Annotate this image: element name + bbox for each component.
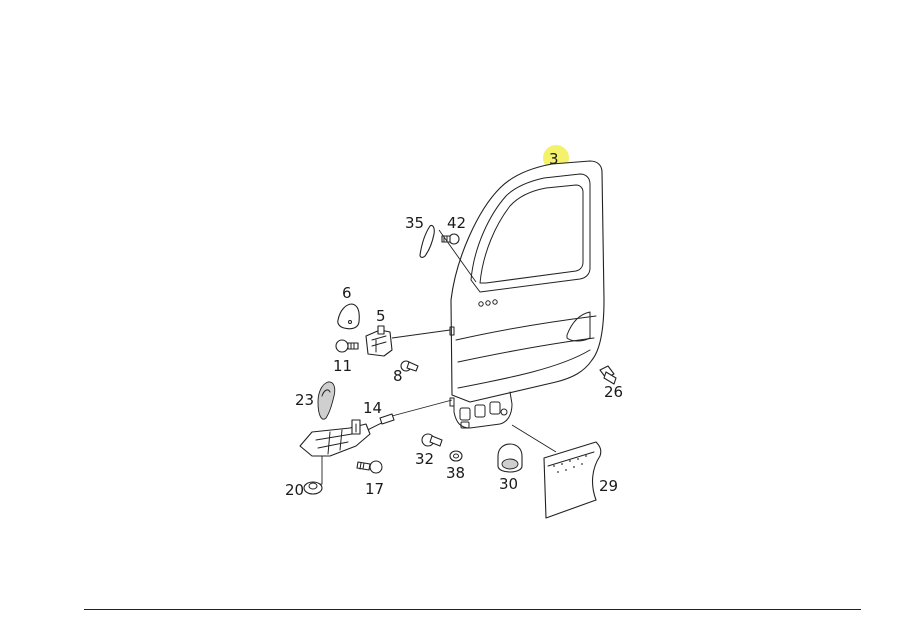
callout-30[interactable]: 30 — [499, 475, 518, 493]
callout-35[interactable]: 35 — [405, 214, 424, 232]
footer-divider — [84, 609, 861, 610]
part-11-screw[interactable] — [335, 339, 359, 353]
part-23-bracket[interactable] — [317, 381, 336, 420]
part-42-screw[interactable] — [441, 233, 460, 245]
part-8-screw[interactable] — [400, 360, 419, 372]
part-26-plug[interactable] — [599, 365, 617, 385]
part-38-washer[interactable] — [449, 450, 463, 462]
part-20-grommet[interactable] — [303, 481, 323, 495]
callout-8[interactable]: 8 — [393, 367, 403, 385]
part-6-cover[interactable] — [337, 303, 360, 330]
callout-29[interactable]: 29 — [599, 477, 618, 495]
callout-14[interactable]: 14 — [363, 399, 382, 417]
door-shell-part[interactable] — [449, 160, 605, 429]
part-29-mudflap[interactable] — [543, 441, 602, 519]
callout-3[interactable]: 3 — [549, 150, 559, 168]
callout-20[interactable]: 20 — [285, 481, 304, 499]
callout-5[interactable]: 5 — [376, 307, 386, 325]
part-30-buffer[interactable] — [497, 443, 523, 473]
part-32-screw[interactable] — [421, 433, 443, 447]
callout-17[interactable]: 17 — [365, 480, 384, 498]
part-17-bolt[interactable] — [356, 460, 383, 474]
callout-42[interactable]: 42 — [447, 214, 466, 232]
part-35-trim[interactable] — [419, 224, 435, 258]
callout-6[interactable]: 6 — [342, 284, 352, 302]
lock-mechanism[interactable] — [299, 419, 371, 457]
callout-32[interactable]: 32 — [415, 450, 434, 468]
callout-23[interactable]: 23 — [295, 391, 314, 409]
callout-26[interactable]: 26 — [604, 383, 623, 401]
callout-38[interactable]: 38 — [446, 464, 465, 482]
callout-11[interactable]: 11 — [333, 357, 352, 375]
part-5-lock[interactable] — [365, 325, 393, 357]
